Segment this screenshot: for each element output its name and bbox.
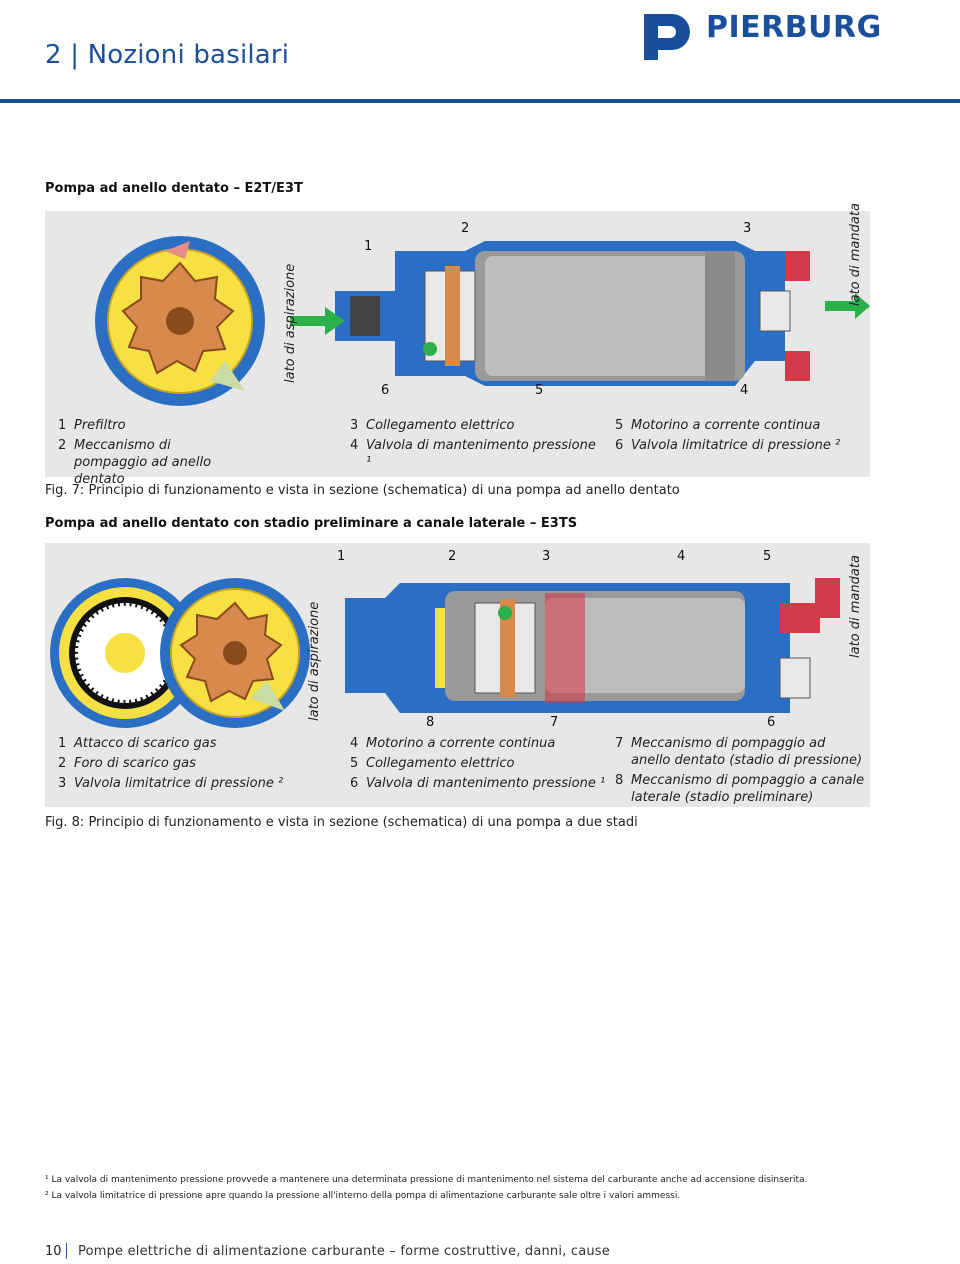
footnote-1: ¹ La valvola di mantenimento pressione p… <box>45 1175 808 1185</box>
page-number: 10 <box>45 1244 62 1259</box>
footnote-2: ² La valvola limitatrice di pressione ap… <box>45 1191 681 1201</box>
figure1-delivery-side-label: lato di mandata <box>848 203 863 306</box>
pump-housing-icon <box>290 241 870 386</box>
figure1-heading: Pompa ad anello dentato – E2T/E3T <box>45 181 303 196</box>
figure2-callout-6: 6 <box>767 715 776 730</box>
figure1-callout-2: 2 <box>461 221 470 236</box>
figure2-illustration <box>50 578 840 728</box>
section-divider: | <box>70 40 88 70</box>
figure2-callout-1: 1 <box>337 549 346 564</box>
pierburg-logo: PIERBURG <box>636 8 881 64</box>
figure2-callout-4: 4 <box>677 549 686 564</box>
figure1-caption: Fig. 7: Principio di funzionamento e vis… <box>45 483 680 498</box>
figure1-callout-6: 6 <box>381 383 390 398</box>
figure2-caption: Fig. 8: Principio di funzionamento e vis… <box>45 815 638 830</box>
section-title: 2 | Nozioni basilari <box>45 40 289 70</box>
document-title: Pompe elettriche di alimentazione carbur… <box>78 1244 610 1259</box>
figure2-callout-7: 7 <box>550 715 559 730</box>
figure1-callout-5: 5 <box>535 383 544 398</box>
section-number: 2 <box>45 40 62 70</box>
figure1-suction-side-label: lato di aspirazione <box>283 263 298 383</box>
logo-text: PIERBURG <box>706 10 882 45</box>
figure1-illustration <box>95 236 870 406</box>
page-header: 2 | Nozioni basilari PIERBURG <box>0 0 960 103</box>
footer-divider <box>66 1243 67 1259</box>
figure2-callout-8: 8 <box>426 715 435 730</box>
pump-housing-icon <box>345 578 840 713</box>
pierburg-logo-mark-icon <box>644 14 690 60</box>
figure2-suction-side-label: lato di aspirazione <box>307 601 322 721</box>
gear-ring-icon <box>160 578 310 728</box>
figure2-callout-3: 3 <box>542 549 551 564</box>
figure2-delivery-side-label: lato di mandata <box>848 555 863 658</box>
header-rule <box>0 99 960 103</box>
figure1-callout-1: 1 <box>364 239 373 254</box>
figure2-heading: Pompa ad anello dentato con stadio preli… <box>45 516 578 531</box>
gear-ring-icon <box>95 236 265 406</box>
figure1-callout-4: 4 <box>740 383 749 398</box>
figure1-panel: lato di aspirazione lato di mandata 1 2 … <box>45 203 870 487</box>
figure2-callout-5: 5 <box>763 549 772 564</box>
figure2-panel: lato di aspirazione lato di mandata 1 2 … <box>45 543 870 807</box>
figure2-callout-2: 2 <box>448 549 457 564</box>
section-name: Nozioni basilari <box>87 40 290 70</box>
figure1-callout-3: 3 <box>743 221 752 236</box>
side-channel-impeller-icon <box>50 578 200 728</box>
